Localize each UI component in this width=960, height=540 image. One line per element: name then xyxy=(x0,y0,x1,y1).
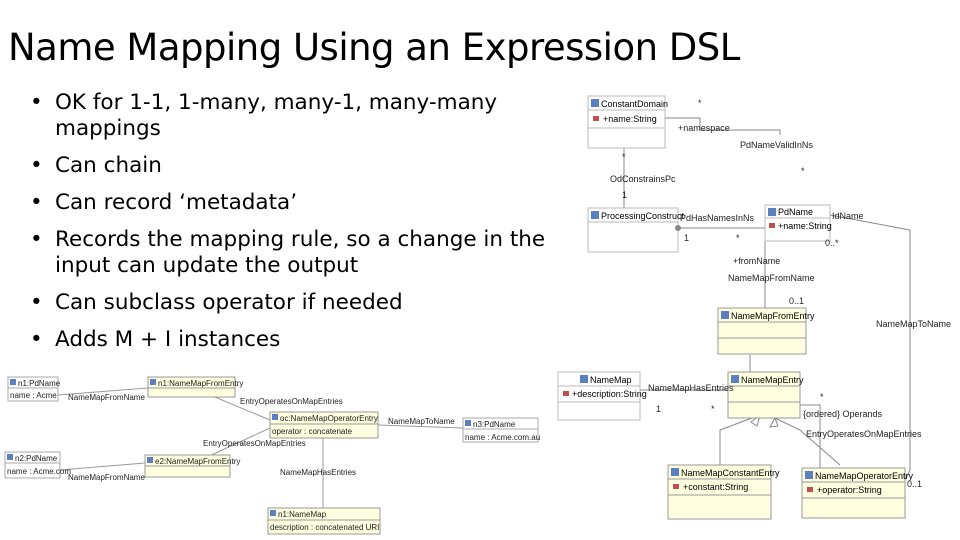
object-name-map: n1:NameMap description : concatenated UR… xyxy=(267,507,381,535)
class-name-map-entry: NameMapEntry xyxy=(727,371,804,419)
object-name: n3:PdName xyxy=(473,420,516,429)
object-name: n1:PdName xyxy=(18,379,61,388)
link-label: NameMapFromName xyxy=(68,393,145,402)
label-pd-name-valid: PdNameValidInNs xyxy=(740,140,813,150)
class-name-map-operator-entry: NameMapOperatorEntry +operator:String xyxy=(801,467,914,519)
label-namespace: +namespace xyxy=(678,123,730,133)
label-multiplicity: 0..1 xyxy=(907,479,922,489)
label-ordered-operands: {ordered} Operands xyxy=(803,409,883,419)
label-from-name: +fromName xyxy=(733,256,780,266)
bullet-item: Adds M + I instances xyxy=(30,327,575,353)
class-name-map-constant-entry: NameMapConstantEntry +constant:String xyxy=(667,464,780,520)
class-pd-name: PdName +name:String xyxy=(764,204,832,242)
object-slot: operator : concatenate xyxy=(272,427,353,436)
label-name-map-from-name: NameMapFromName xyxy=(728,273,815,283)
class-name: NameMapConstantEntry xyxy=(681,468,780,478)
label-multiplicity: * xyxy=(711,404,715,414)
class-attr: +name:String xyxy=(778,221,832,231)
class-attr: +name:String xyxy=(603,114,657,124)
object-n1-pdname: n1:PdName name : Acme xyxy=(7,376,61,402)
object-name: n1:NameMapFromEntry xyxy=(158,379,243,388)
label-multiplicity: 1 xyxy=(622,190,627,200)
object-slot: description : concatenated URI xyxy=(270,523,379,532)
bullet-item: OK for 1-1, 1-many, many-1, many-many ma… xyxy=(30,90,575,142)
class-name: NameMap xyxy=(590,375,632,385)
label-multiplicity: * xyxy=(801,166,805,176)
label-multiplicity: * xyxy=(622,152,626,162)
class-attr: +description:String xyxy=(572,389,647,399)
class-name: NameMapOperatorEntry xyxy=(815,471,914,481)
object-from-entry-2: e2:NameMapFromEntry xyxy=(144,454,240,478)
object-name: n2:PdName xyxy=(15,454,58,463)
label-entry-operates-on: EntryOperatesOnMapEntries xyxy=(806,429,922,439)
label-multiplicity: 0..* xyxy=(825,238,839,248)
object-n2-pdname: n2:PdName name : Acme.com xyxy=(4,451,71,479)
class-attr: +operator:String xyxy=(817,485,882,495)
class-constant-domain: ConstantDomain +name:String xyxy=(587,95,668,149)
label-multiplicity: 1 xyxy=(656,404,661,414)
slide-title: Name Mapping Using an Expression DSL xyxy=(8,26,740,69)
class-name: NameMapEntry xyxy=(741,375,804,385)
link-label: NameMapFromName xyxy=(68,473,145,482)
object-name: n1:NameMap xyxy=(278,510,327,519)
label-pd-has-names: PdHasNamesInNs xyxy=(680,213,755,223)
link-label: EntryOperatesOnMapEntries xyxy=(240,397,343,406)
object-slot: name : Acme.com.au xyxy=(465,433,540,442)
association-labels: +namespace PdNameValidInNs OdConstrainsP… xyxy=(610,98,951,489)
label-multiplicity: 0..1 xyxy=(789,296,804,306)
bullet-item: Can record ‘metadata’ xyxy=(30,190,575,216)
object-n3-pdname: n3:PdName name : Acme.com.au xyxy=(462,417,540,443)
bullet-item: Records the mapping rule, so a change in… xyxy=(30,227,575,279)
bullet-item: Can subclass operator if needed xyxy=(30,290,575,316)
bullet-item: Can chain xyxy=(30,153,575,179)
object-slot: name : Acme xyxy=(10,391,57,400)
object-name: oc:NameMapOperatorEntry xyxy=(280,414,378,423)
object-name: e2:NameMapFromEntry xyxy=(155,457,240,466)
class-name: ProcessingConstruct xyxy=(601,211,685,221)
object-operator-entry: oc:NameMapOperatorEntry operator : conca… xyxy=(269,411,379,439)
label-multiplicity: * xyxy=(698,98,702,108)
class-processing-construct: ProcessingConstruct xyxy=(587,207,685,253)
label-multiplicity: 1 xyxy=(684,233,689,243)
class-name-map-from-entry: NameMapFromEntry xyxy=(717,307,815,355)
bullet-list: OK for 1-1, 1-many, many-1, many-many ma… xyxy=(30,90,575,364)
object-slot: name : Acme.com xyxy=(7,467,71,476)
class-name: PdName xyxy=(778,207,813,217)
class-name: ConstantDomain xyxy=(601,99,668,109)
class-name: NameMapFromEntry xyxy=(731,311,815,321)
link-label: EntryOperatesOnMapEntries xyxy=(203,439,306,448)
label-multiplicity: * xyxy=(820,392,824,402)
label-id-name: IdName xyxy=(832,211,864,221)
class-name-map: NameMap +description:String xyxy=(557,371,647,421)
link-label: NameMapToName xyxy=(388,417,455,426)
label-name-map-to-name: NameMapToName xyxy=(876,319,951,329)
object-from-entry-1: n1:NameMapFromEntry xyxy=(147,376,243,398)
link-label: NameMapHasEntries xyxy=(280,468,356,477)
label-multiplicity: * xyxy=(736,233,740,243)
class-attr: +constant:String xyxy=(683,482,748,492)
label-name-map-has-entries: NameMapHasEntries xyxy=(648,383,734,393)
label-od-constrains: OdConstrainsPc xyxy=(610,174,676,184)
